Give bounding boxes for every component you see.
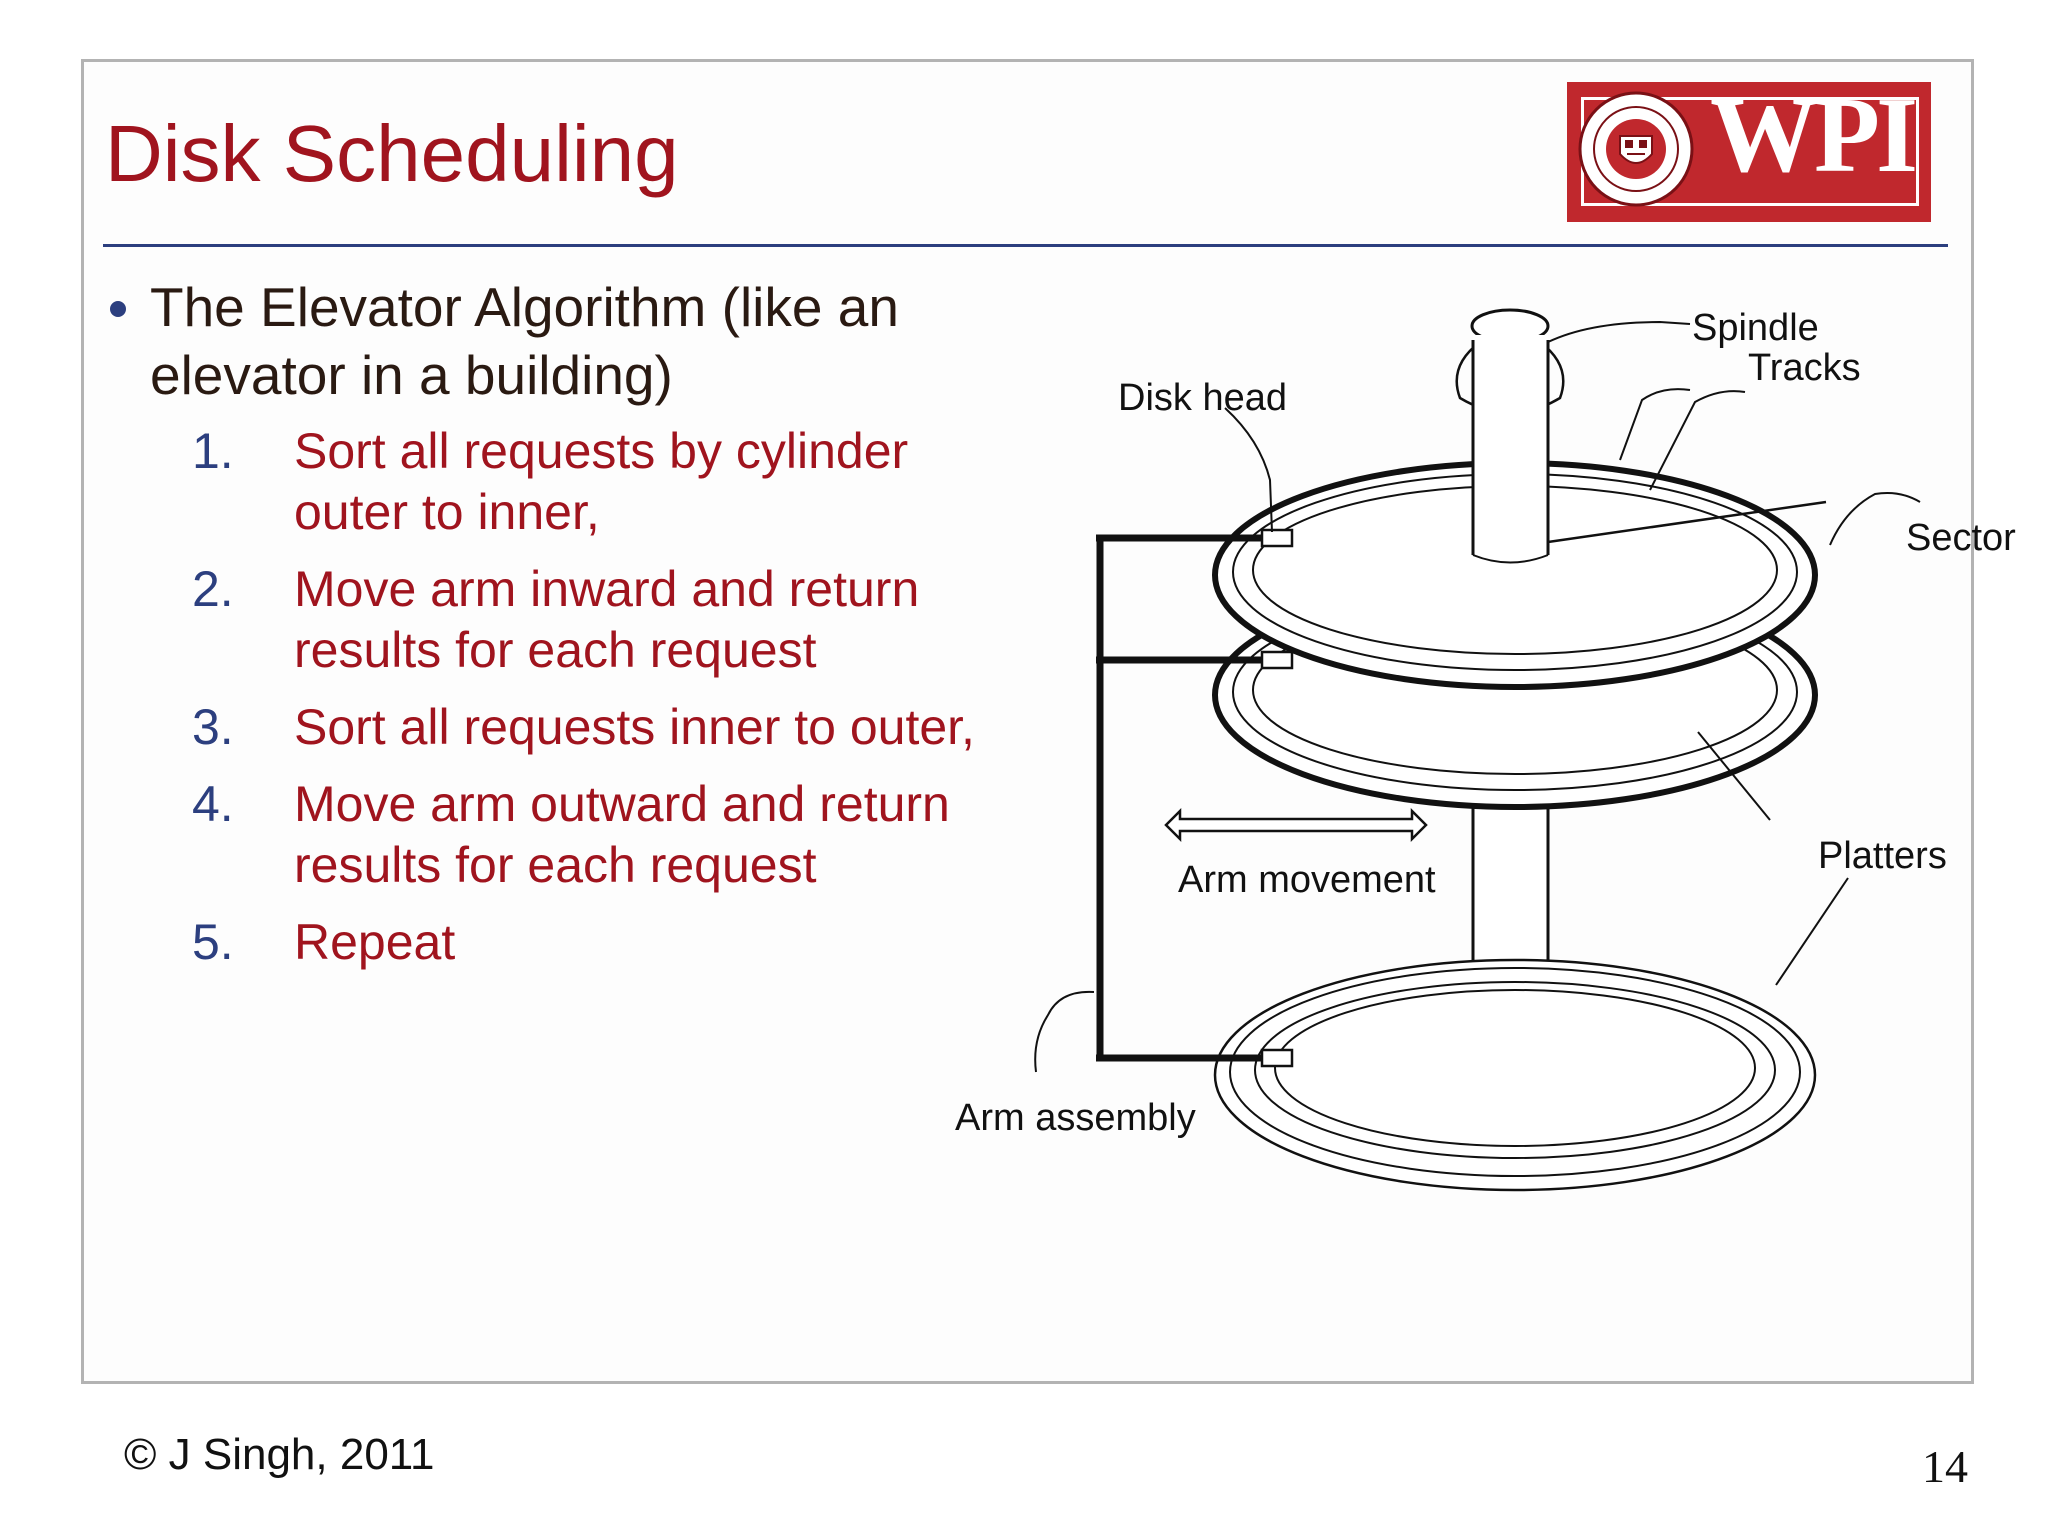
arm-assembly <box>1096 534 1262 1062</box>
step-text: Repeat <box>294 914 456 970</box>
label-spindle: Spindle <box>1692 307 1819 349</box>
label-platters: Platters <box>1818 835 1947 877</box>
seal-icon <box>1578 91 1694 207</box>
step-item: 5. Repeat <box>108 912 988 973</box>
step-item: 4. Move arm outward and return results f… <box>108 774 988 896</box>
step-text: Move arm inward and return results for e… <box>294 561 920 678</box>
step-number: 1. <box>192 423 234 479</box>
page-number: 14 <box>1922 1441 1968 1492</box>
step-number: 3. <box>192 699 234 755</box>
logo-wordmark: WPI <box>1710 76 1918 195</box>
disk-head <box>1260 528 1294 548</box>
step-item: 3. Sort all requests inner to outer, <box>108 697 988 758</box>
disk-head <box>1260 650 1294 670</box>
slide-content: The Elevator Algorithm (like an elevator… <box>108 273 988 989</box>
spindle-lower <box>1473 1040 1548 1060</box>
top-platter <box>1212 460 1818 690</box>
bullet-icon <box>110 301 126 317</box>
label-arm-assembly: Arm assembly <box>955 1097 1196 1139</box>
double-arrow-icon <box>1164 807 1428 843</box>
disk-head <box>1260 1048 1294 1068</box>
step-item: 2. Move arm inward and return results fo… <box>108 559 988 681</box>
copyright: © J Singh, 2011 <box>124 1430 435 1479</box>
disk-diagram: Spindle Tracks Disk head Sector Platters… <box>955 307 2016 1192</box>
step-text: Sort all requests inner to outer, <box>294 699 975 755</box>
step-number: 5. <box>192 914 234 970</box>
step-item: 1. Sort all requests by cylinder outer t… <box>108 421 988 543</box>
label-sector: Sector <box>1906 517 2016 559</box>
main-bullet: The Elevator Algorithm (like an elevator… <box>108 273 988 409</box>
wpi-logo: WPI <box>1567 82 1931 222</box>
title-divider <box>103 244 1948 247</box>
sector-boundary <box>1547 500 1827 544</box>
label-tracks: Tracks <box>1748 347 1861 389</box>
step-text: Move arm outward and return results for … <box>294 776 950 893</box>
slide-title: Disk Scheduling <box>105 109 679 198</box>
algorithm-steps: 1. Sort all requests by cylinder outer t… <box>108 421 988 973</box>
step-text: Sort all requests by cylinder outer to i… <box>294 423 909 540</box>
bullet-text: The Elevator Algorithm (like an elevator… <box>150 276 899 406</box>
label-arm-movement: Arm movement <box>1178 859 1436 901</box>
step-number: 4. <box>192 776 234 832</box>
label-disk-head: Disk head <box>1118 377 1287 419</box>
bottom-platter <box>1213 958 1817 1192</box>
step-number: 2. <box>192 561 234 617</box>
